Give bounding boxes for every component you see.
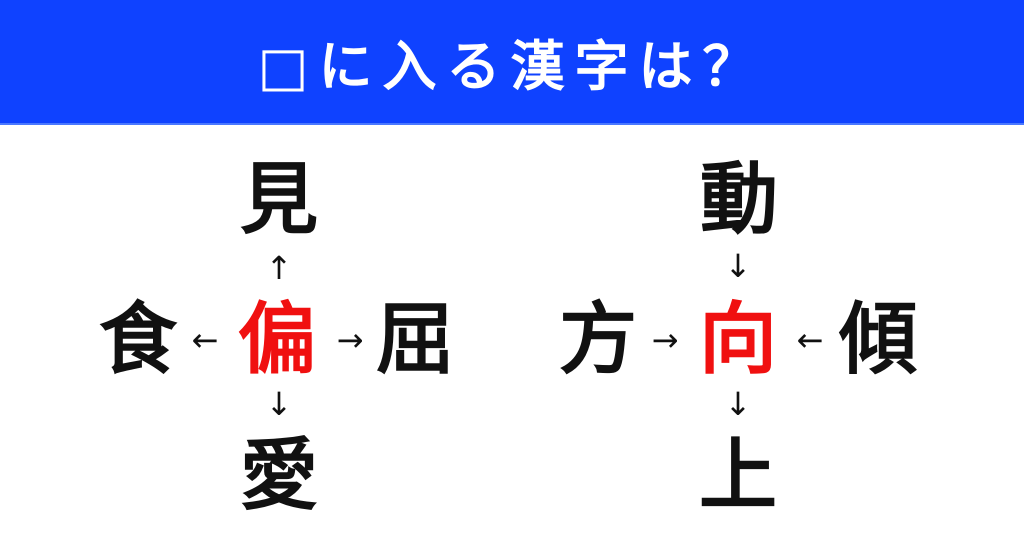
puzzle-2-right-kanji: 傾 [838, 295, 917, 385]
puzzle-1-right-kanji: 屈 [375, 295, 454, 385]
puzzle-2-bottom-kanji: 上 [698, 431, 777, 521]
header-banner: □に入る漢字は？ [0, 0, 1024, 125]
quiz-title: □に入る漢字は？ [257, 35, 767, 98]
arrow-down-icon: ↓ [724, 247, 752, 285]
puzzle-1-bottom-kanji: 愛 [239, 431, 318, 521]
arrow-left-icon: ← [796, 321, 824, 359]
arrow-right-icon: → [336, 321, 364, 359]
puzzle-1-top-kanji: 見 [239, 155, 318, 245]
arrow-down-icon: ↓ [724, 385, 752, 423]
arrow-left-icon: ← [191, 321, 219, 359]
puzzle-2-left-kanji: 方 [558, 295, 637, 385]
puzzle-1-answer-kanji: 偏 [237, 295, 316, 385]
puzzle-2-answer-kanji: 向 [698, 295, 777, 385]
arrow-down-icon: ↓ [265, 385, 293, 423]
puzzle-1-left-kanji: 食 [98, 295, 177, 385]
arrow-up-icon: ↑ [265, 249, 293, 287]
arrow-right-icon: → [651, 321, 679, 359]
puzzle-2-top-kanji: 動 [699, 155, 778, 245]
